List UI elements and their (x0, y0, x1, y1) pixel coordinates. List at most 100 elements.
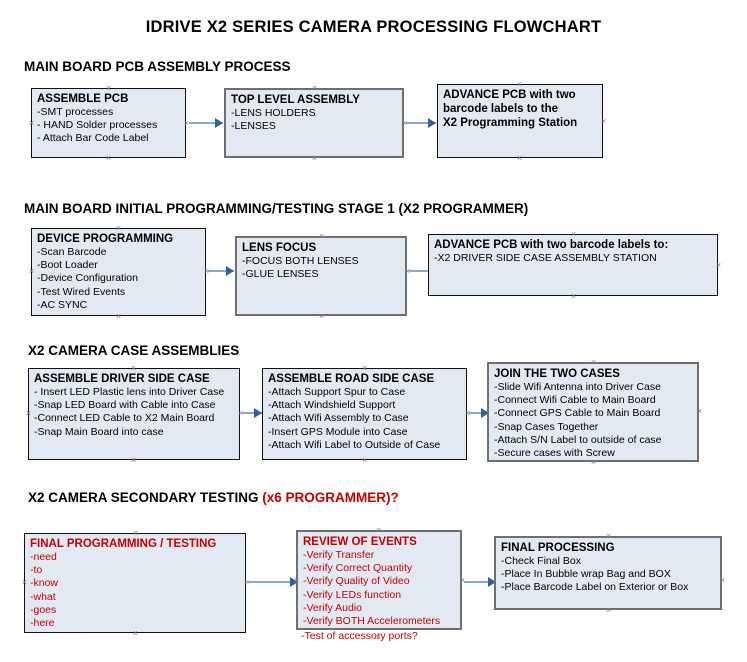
resize-handle[interactable] (696, 408, 703, 415)
resize-handle[interactable] (25, 410, 32, 417)
resize-handle[interactable] (311, 85, 318, 92)
resize-handle[interactable] (605, 607, 612, 614)
box-line: -Snap Cases Together (494, 420, 599, 433)
resize-handle[interactable] (516, 81, 523, 88)
box-title-line2: barcode labels to the (443, 103, 559, 115)
resize-handle[interactable] (590, 359, 597, 366)
box-line: - Attach Bar Code Label (37, 132, 149, 145)
resize-handle[interactable] (105, 85, 112, 92)
box-join-the-two-cases[interactable]: JOIN THE TWO CASES -Slide Wifi Antenna i… (487, 362, 699, 462)
resize-handle[interactable] (28, 268, 35, 275)
box-overflow-line: -Test of accessory ports? (301, 630, 418, 642)
box-line: -Verify Correct Quantity (303, 562, 413, 575)
box-assemble-driver-side-case[interactable]: ASSEMBLE DRIVER SIDE CASE - Insert LED P… (28, 368, 240, 460)
connector-arrow (189, 118, 223, 128)
resize-handle[interactable] (715, 262, 722, 269)
box-line: -Verify LEDs function (303, 588, 402, 601)
resize-handle[interactable] (115, 225, 122, 232)
resize-handle[interactable] (375, 527, 382, 534)
box-title: FINAL PROCESSING (501, 542, 615, 554)
box-line: -know (30, 577, 59, 590)
resize-handle[interactable] (132, 630, 139, 637)
box-title: ASSEMBLE ROAD SIDE CASE (268, 373, 435, 385)
box-advance-pcb-1[interactable]: ADVANCE PCB with two barcode labels to t… (437, 84, 603, 158)
box-line: -Attach Wifi Label to Outside of Case (268, 438, 441, 451)
box-line: -SMT processes (37, 106, 114, 118)
resize-handle[interactable] (21, 579, 28, 586)
box-final-processing[interactable]: FINAL PROCESSING -Check Final Box -Place… (494, 536, 722, 610)
box-assemble-road-side-case[interactable]: ASSEMBLE ROAD SIDE CASE -Attach Support … (262, 368, 467, 460)
resize-handle[interactable] (361, 457, 368, 464)
box-line: -Boot Loader (37, 259, 98, 272)
connector-shaft (469, 412, 489, 414)
box-line: -Check Final Box (501, 555, 581, 567)
box-title: ADVANCE PCB with two (443, 89, 576, 101)
section-heading-2-text: MAIN BOARD INITIAL PROGRAMMING/TESTING S… (24, 201, 529, 216)
box-top-level-assembly[interactable]: TOP LEVEL ASSEMBLY -LENS HOLDERS -LENSES (224, 88, 404, 158)
resize-handle[interactable] (570, 231, 577, 238)
box-review-of-events[interactable]: REVIEW OF EVENTS -Verify Transfer -Verif… (296, 530, 462, 630)
box-line: - Insert LED Plastic lens into Driver Ca… (34, 386, 225, 398)
box-line: -Connect LED Cable to X2 Main Board (34, 412, 215, 425)
resize-handle[interactable] (719, 577, 726, 584)
box-title: REVIEW OF EVENTS (303, 536, 417, 548)
connector-arrowhead (488, 577, 496, 587)
connector-arrowhead (254, 408, 262, 418)
resize-handle[interactable] (105, 155, 112, 162)
box-line: -Test Wired Events (37, 285, 126, 298)
box-line: -Scan Barcode (37, 246, 107, 258)
box-line: -Verify Quality of Video (303, 575, 410, 588)
section-heading-4-red-text: (x6 PROGRAMMER)? (262, 490, 399, 505)
resize-handle[interactable] (28, 120, 35, 127)
box-line: -here (30, 617, 55, 630)
connector-arrow (208, 266, 234, 276)
box-assemble-pcb[interactable]: ASSEMBLE PCB -SMT processes - HAND Solde… (31, 88, 186, 158)
box-line: -Attach Support Spur to Case (268, 386, 406, 398)
resize-handle[interactable] (590, 459, 597, 466)
resize-handle[interactable] (318, 233, 325, 240)
connector-shaft (464, 581, 496, 583)
connector-shaft (189, 122, 223, 124)
resize-handle[interactable] (311, 155, 318, 162)
box-advance-pcb-2[interactable]: ADVANCE PCB with two barcode labels to: … (428, 234, 718, 296)
box-line: -Verify Audio (303, 601, 362, 614)
connector-arrowhead (428, 118, 436, 128)
resize-handle[interactable] (600, 118, 607, 125)
box-line: -X2 DRIVER SIDE CASE ASSEMBLY STATION (434, 252, 657, 264)
box-line: -Snap Main Board into case (34, 425, 164, 438)
box-line: -Snap LED Board with Cable into Case (34, 399, 216, 412)
resize-handle[interactable] (293, 577, 300, 584)
section-heading-2: MAIN BOARD INITIAL PROGRAMMING/TESTING S… (24, 201, 528, 216)
resize-handle[interactable] (318, 313, 325, 320)
section-heading-4: X2 CAMERA SECONDARY TESTING (x6 PROGRAMM… (28, 490, 399, 505)
connector-shaft (248, 581, 298, 583)
resize-handle[interactable] (130, 457, 137, 464)
box-line: -Place In Bubble wrap Bag and BOX (501, 568, 671, 581)
box-device-programming[interactable]: DEVICE PROGRAMMING -Scan Barcode -Boot L… (31, 228, 206, 316)
connector-shaft (208, 270, 234, 272)
box-lens-focus[interactable]: LENS FOCUS -FOCUS BOTH LENSES -GLUE LENS… (235, 236, 407, 316)
connector-arrow (469, 408, 489, 418)
box-line: -LENS HOLDERS (231, 107, 316, 119)
resize-handle[interactable] (605, 533, 612, 540)
box-line: -what (30, 590, 56, 603)
page-title: IDRIVE X2 SERIES CAMERA PROCESSING FLOWC… (145, 18, 602, 36)
resize-handle[interactable] (516, 155, 523, 162)
box-line: - HAND Solder processes (37, 119, 158, 132)
box-line: -LENSES (231, 120, 276, 133)
box-title: ASSEMBLE DRIVER SIDE CASE (34, 373, 210, 385)
box-line: -Place Barcode Label on Exterior or Box (501, 581, 689, 594)
box-line: -goes (30, 603, 57, 616)
resize-handle[interactable] (375, 634, 382, 641)
section-heading-3-text: X2 CAMERA CASE ASSEMBLIES (28, 343, 240, 358)
box-title-line3: X2 Programming Station (443, 117, 578, 129)
resize-handle[interactable] (361, 365, 368, 372)
resize-handle[interactable] (570, 293, 577, 300)
box-line: -FOCUS BOTH LENSES (242, 255, 359, 267)
resize-handle[interactable] (115, 313, 122, 320)
box-title: TOP LEVEL ASSEMBLY (231, 94, 360, 106)
section-heading-4-text: X2 CAMERA SECONDARY TESTING (28, 490, 263, 505)
resize-handle[interactable] (132, 530, 139, 537)
resize-handle[interactable] (130, 365, 137, 372)
box-final-programming-testing[interactable]: FINAL PROGRAMMING / TESTING -need -to -k… (24, 533, 246, 633)
